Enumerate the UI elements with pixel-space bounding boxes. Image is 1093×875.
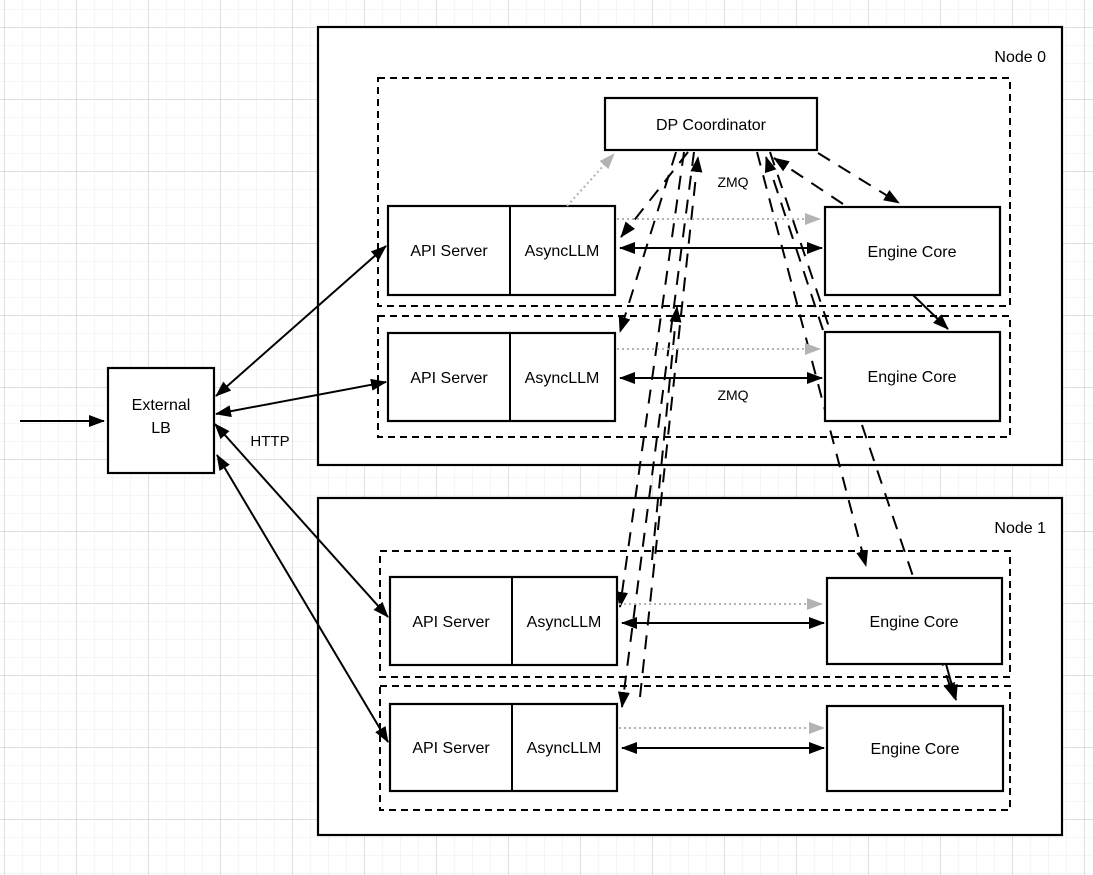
arrow-engine1-to-engine2	[912, 294, 949, 330]
node0-label: Node 0	[994, 49, 1046, 66]
arrow-node1-to-coordinator-a	[639, 156, 703, 698]
api-server2-box	[386, 331, 617, 423]
asyncllm3-label: AsyncLLM	[527, 614, 602, 631]
external-lb-box	[106, 366, 216, 475]
asyncllm4-label: AsyncLLM	[527, 740, 602, 757]
dp-coordinator-box	[603, 96, 819, 152]
arrow-coordinator-to-engine1	[817, 152, 900, 204]
dp-coordinator-label: DP Coordinator	[656, 117, 767, 134]
api-server1-box	[386, 204, 617, 297]
engine-core3-label: Engine Core	[870, 614, 959, 631]
asyncllm2-label: AsyncLLM	[525, 370, 600, 387]
arrow-engine1-to-coordinator	[773, 157, 844, 205]
arrow-engine2-to-coordinator	[764, 156, 824, 331]
arrow-lb-api2	[215, 378, 387, 418]
http-label: HTTP	[250, 433, 289, 450]
engine-core1-label: Engine Core	[868, 244, 957, 261]
node1-row2-group	[379, 685, 1011, 811]
arrow-node1-to-coordinator-b	[651, 306, 682, 561]
api-server4-box	[388, 702, 619, 793]
engine-core4-label: Engine Core	[871, 741, 960, 758]
arrow-engine3-to-engine4	[945, 663, 958, 701]
arrow-asyncllm1-to-coordinator-dotted	[566, 153, 615, 207]
api-server1-label: API Server	[410, 243, 488, 260]
node1-label: Node 1	[994, 520, 1046, 537]
external-lb-label-line1: External	[132, 397, 191, 414]
zmq-coordinator-label: ZMQ	[717, 174, 748, 190]
api-server3-label: API Server	[412, 614, 490, 631]
engine-core2-box	[823, 330, 1002, 423]
node0-row1-group	[377, 77, 1011, 307]
external-lb-label-line2: LB	[151, 420, 171, 437]
arrow-coordinator-to-asyncllm1	[620, 151, 689, 238]
asyncllm1-label: AsyncLLM	[525, 243, 600, 260]
arrow-coordinator-to-asyncllm2	[618, 151, 677, 333]
node1-row1-group	[379, 550, 1011, 678]
engine-core3-box	[825, 576, 1004, 666]
arrow-lb-api4	[216, 454, 389, 743]
api-server2-label: API Server	[410, 370, 488, 387]
api-server4-label: API Server	[412, 740, 490, 757]
engine-core2-label: Engine Core	[868, 369, 957, 386]
arrow-coordinator-to-asyncllm4	[617, 151, 695, 708]
engine-core1-box	[823, 205, 1002, 297]
arrow-lb-api1	[215, 245, 387, 397]
engine-core4-box	[825, 704, 1005, 793]
zmq-engine-label: ZMQ	[717, 387, 748, 403]
api-server3-box	[388, 575, 619, 667]
